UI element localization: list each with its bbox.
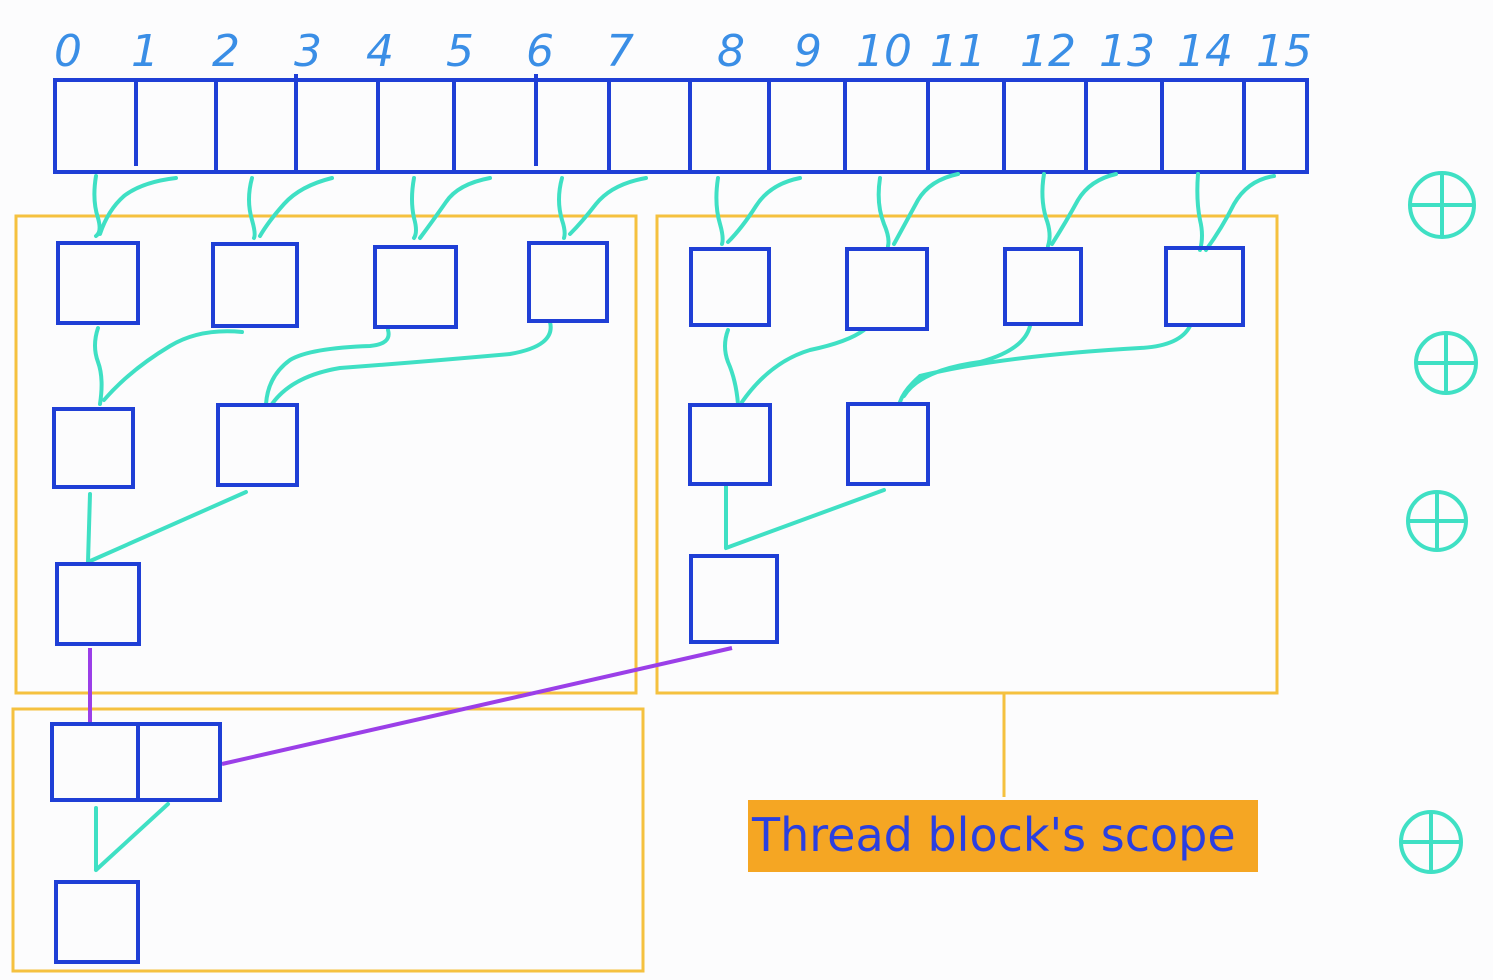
operation-symbols	[1399, 171, 1478, 874]
cell-l2-3	[846, 402, 930, 486]
array-index-label: 1	[131, 26, 159, 77]
circled-plus-icon	[1408, 171, 1476, 239]
array-index-label: 6	[526, 26, 554, 77]
cell-l1-7	[1164, 246, 1245, 327]
cell-l1-1	[211, 242, 299, 328]
connector-l1-pair-0	[92, 174, 178, 238]
connector-l2-right-a	[723, 328, 866, 406]
scope-label: Thread block's scope	[752, 808, 1236, 862]
cell-l1-0	[56, 241, 140, 325]
connector-l1-pair-2	[410, 176, 492, 240]
array-index-label: 14	[1177, 26, 1233, 77]
array-index-label: 2	[212, 26, 240, 77]
input-array-dividers	[134, 74, 1246, 172]
connector-l1-pair-5	[876, 172, 960, 248]
cell-l2-1	[216, 403, 299, 487]
connector-l1-pair-7	[1195, 172, 1276, 252]
cell-l1-5	[845, 247, 929, 331]
cell-l1-2	[373, 245, 458, 329]
reduction-cells	[50, 241, 1245, 964]
circled-plus-icon	[1399, 810, 1463, 874]
array-index-label: 3	[294, 26, 322, 77]
thread-blocks	[11, 214, 1279, 973]
connector-l1-pair-1	[247, 176, 334, 240]
array-index-label: 4	[366, 26, 394, 77]
cell-l3-0	[55, 562, 141, 646]
array-index-label: 7	[606, 26, 634, 77]
reduction-connectors	[86, 172, 1276, 872]
connector-l3-left	[86, 490, 248, 564]
cell-l1-3	[527, 241, 609, 323]
thread-block-final	[11, 707, 645, 973]
connector-l1-pair-3	[557, 176, 648, 240]
cell-l3-1	[689, 554, 779, 644]
cell-l2-2	[688, 403, 772, 486]
cell-l1-4	[689, 247, 771, 327]
cell-merge-0	[50, 722, 140, 802]
connector-l3-right	[724, 484, 886, 550]
array-index-label: 0	[54, 26, 82, 77]
cell-l1-6	[1003, 247, 1083, 326]
array-index-label: 13	[1099, 26, 1155, 77]
input-array-outline	[53, 78, 1309, 174]
cell-merge-1	[136, 722, 222, 802]
array-index-label: 15	[1256, 26, 1312, 77]
connector-l2-right-b	[898, 324, 1192, 404]
cross-link-right	[221, 646, 733, 766]
array-index-label: 12	[1020, 26, 1076, 77]
thread-block-right	[655, 214, 1279, 695]
input-array	[53, 74, 1309, 174]
connector-l1-pair-6	[1040, 172, 1118, 248]
connector-final	[94, 802, 170, 872]
array-index-label: 5	[446, 26, 474, 77]
connector-l2-left-a	[93, 326, 244, 406]
circled-plus-icon	[1414, 331, 1478, 395]
scope-label-background	[748, 800, 1258, 872]
connector-l2-left-b	[264, 320, 553, 406]
array-index-label: 8	[717, 26, 745, 77]
array-index-label: 11	[930, 26, 986, 77]
circled-plus-icon	[1406, 490, 1468, 552]
thread-block-left	[14, 214, 638, 695]
cell-l2-0	[52, 407, 135, 489]
cross-block-links	[88, 646, 733, 766]
cell-result	[54, 880, 140, 964]
array-index-label: 9	[794, 26, 822, 77]
connector-l1-pair-4	[714, 176, 802, 246]
array-index-label: 10	[856, 26, 912, 77]
